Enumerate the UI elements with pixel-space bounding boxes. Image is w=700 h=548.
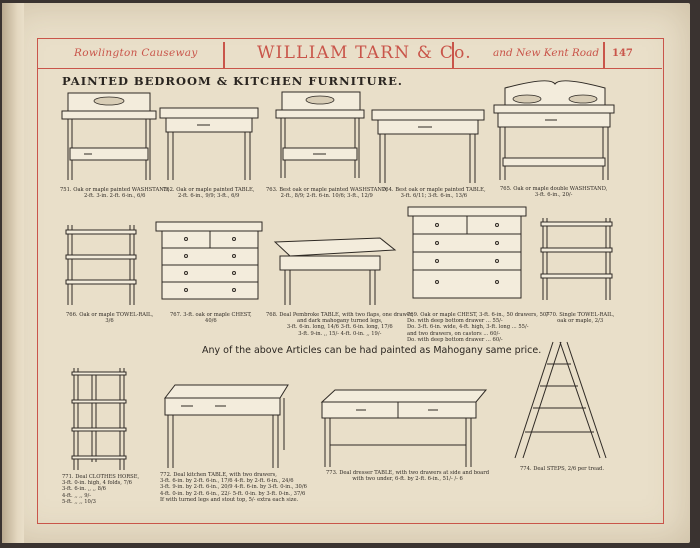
pembroke-table-illustration bbox=[273, 237, 397, 305]
caption-table: 762. Oak or maple painted TABLE,2-ft. 6-… bbox=[163, 187, 255, 200]
clothes-horse-illustration bbox=[71, 368, 127, 470]
table-illustration bbox=[371, 109, 485, 183]
large-chest-illustration bbox=[407, 206, 527, 299]
dresser-table-illustration bbox=[320, 389, 488, 467]
caption-pembroke-table: 768. Deal Pembroke TABLE, with two flaps… bbox=[266, 312, 414, 337]
washstand-illustration bbox=[61, 92, 157, 180]
kitchen-table-illustration bbox=[163, 384, 289, 468]
header-band bbox=[38, 42, 662, 69]
header-left-address: Rowlington Causeway bbox=[74, 47, 198, 59]
caption-washstand: 763. Best oak or maple painted WASHSTAND… bbox=[266, 187, 388, 200]
red-border-frame bbox=[37, 38, 664, 524]
caption-double-washstand: 765. Oak or maple double WASHSTAND,3-ft.… bbox=[500, 186, 608, 199]
caption-table: 764. Best oak or maple painted TABLE,3-f… bbox=[382, 187, 486, 200]
section-title: PAINTED BEDROOM & KITCHEN FURNITURE. bbox=[62, 74, 403, 88]
header-right-address: and New Kent Road bbox=[493, 47, 600, 59]
caption-towel-rail: 766. Oak or maple TOWEL-RAIL,3/6 bbox=[66, 312, 154, 325]
header-divider bbox=[452, 42, 454, 68]
caption-chest-large: 769. Oak or maple CHEST, 3-ft. 6-in., 50… bbox=[407, 312, 550, 343]
caption-dresser-table: 773. Deal dresser TABLE, with two drawer… bbox=[326, 470, 490, 483]
mahogany-note: Any of the above Articles can be had pai… bbox=[202, 345, 542, 356]
page-number: 147 bbox=[612, 48, 633, 59]
table-illustration bbox=[159, 107, 259, 180]
caption-steps: 774. Deal STEPS, 2/6 per tread. bbox=[520, 466, 605, 472]
caption-chest: 767. 3-ft. oak or maple CHEST,40/6 bbox=[170, 312, 252, 325]
chest-illustration bbox=[155, 221, 263, 300]
header-divider bbox=[603, 42, 605, 68]
washstand-illustration bbox=[275, 91, 365, 178]
caption-single-towel-rail: 770. Single TOWEL-RAIL,oak or maple, 2/3 bbox=[546, 312, 615, 325]
steps-illustration bbox=[514, 341, 607, 459]
book-gutter bbox=[2, 3, 24, 543]
single-towel-rail-illustration bbox=[540, 218, 613, 300]
header-divider bbox=[223, 42, 225, 68]
caption-clothes-horse: 771. Deal CLOTHES HORSE,3-ft. 0-in. high… bbox=[62, 474, 140, 505]
caption-kitchen-table: 772. Deal kitchen TABLE, with two drawer… bbox=[160, 472, 307, 503]
towel-rail-illustration bbox=[65, 225, 137, 305]
double-washstand-illustration bbox=[493, 80, 615, 180]
caption-washstand: 751. Oak or maple painted WASHSTAND,2-ft… bbox=[60, 187, 170, 200]
header-company-name: WILLIAM TARN & Co. bbox=[257, 43, 472, 63]
